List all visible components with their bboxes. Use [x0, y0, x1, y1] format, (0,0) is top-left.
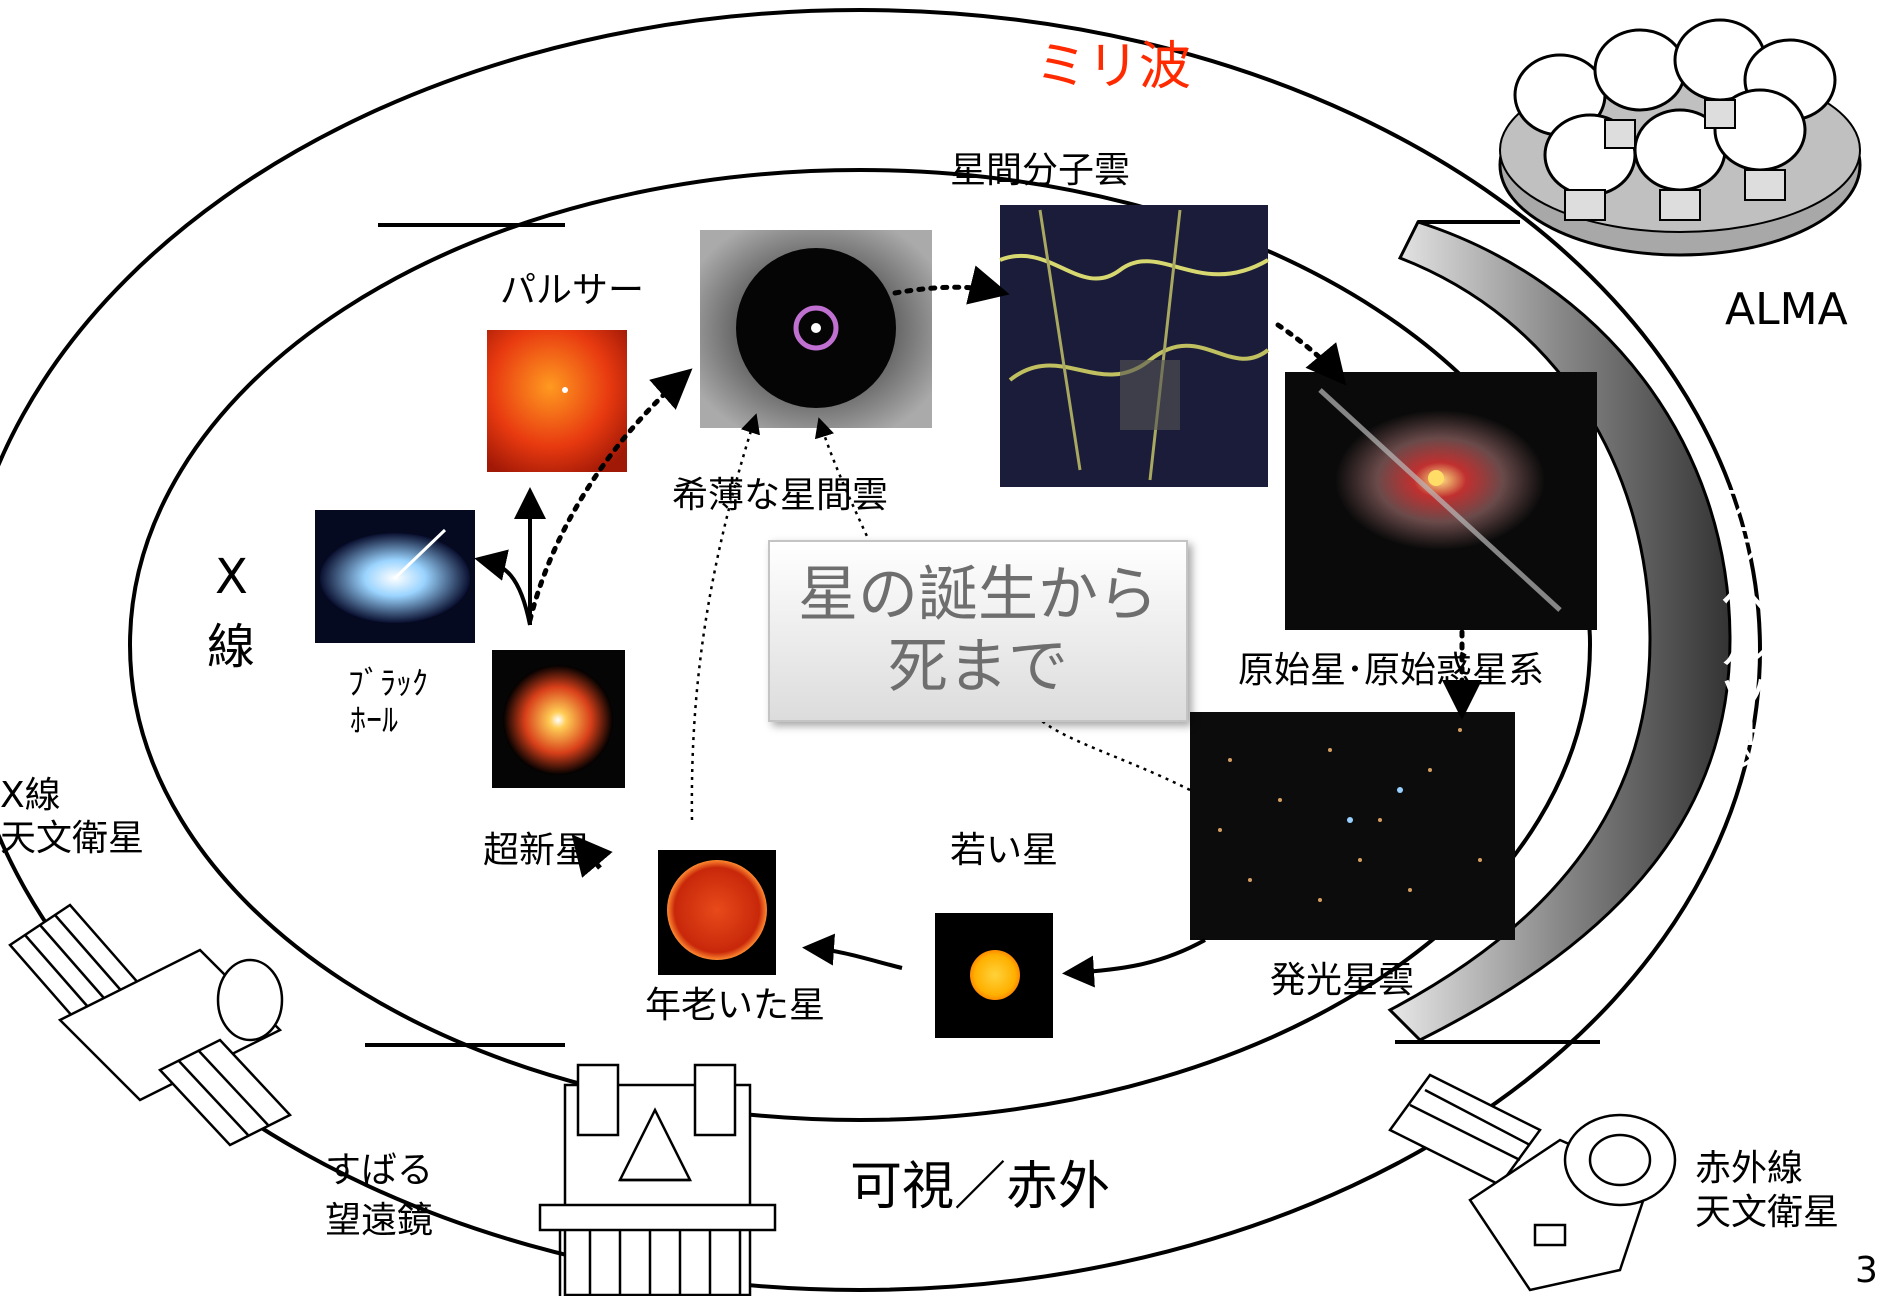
supernova-label: 超新星	[483, 830, 592, 871]
callout-line-2: 死まで	[888, 632, 1068, 702]
young-star-image	[935, 913, 1053, 1038]
young-star-label: 若い星	[950, 830, 1059, 871]
old-star-image	[658, 850, 776, 975]
alma-label: ALMA	[1725, 284, 1848, 335]
infrared-satellite-icon	[1388, 1073, 1677, 1292]
old-star-label: 年老いた星	[645, 985, 826, 1026]
xray-band-label-1: X	[215, 549, 248, 605]
emission-nebula-image	[1190, 712, 1515, 940]
alma-antenna-array-icon	[1498, 18, 1862, 257]
emission-nebula-label: 発光星雲	[1270, 960, 1415, 1001]
millimeter-band-label: ミリ波	[1035, 37, 1192, 97]
terahertz-band	[1387, 220, 1732, 1042]
supernova-image	[492, 650, 625, 788]
outer-ring	[0, 8, 1762, 1292]
protostar-label: 原始星･原始惑星系	[1238, 650, 1545, 691]
subaru-label-2: 望遠鏡	[325, 1200, 434, 1241]
ir-satellite-label-1: 赤外線	[1695, 1148, 1804, 1189]
subaru-label-1: すばる	[325, 1150, 434, 1191]
inner-ring	[128, 168, 1592, 1122]
black-hole-image	[315, 510, 475, 643]
molecular-cloud-image	[999, 205, 1270, 487]
molecular-cloud-label: 星間分子雲	[950, 150, 1131, 191]
xray-band-label-2: 線	[207, 619, 256, 675]
terahertz-band-label: テラヘルツ波	[1711, 470, 1769, 770]
callout-line-1: 星の誕生から	[798, 560, 1158, 630]
diffuse-cloud-label: 希薄な星間雲	[672, 475, 889, 516]
subaru-telescope-icon	[538, 1063, 777, 1296]
visible-ir-band-label: 可視／赤外	[850, 1157, 1111, 1217]
xray-satellite-icon	[8, 903, 293, 1147]
protostar-image	[1285, 372, 1597, 630]
diffuse-cloud-image	[700, 230, 932, 428]
black-hole-label-1: ﾌﾞﾗｯｸ	[348, 664, 429, 702]
pulsar-label: パルサー	[500, 270, 645, 311]
xray-satellite-label-1: X線	[0, 775, 61, 816]
xray-satellite-label-2: 天文衛星	[0, 818, 145, 859]
black-hole-label-2: ﾎｰﾙ	[350, 701, 399, 739]
ir-satellite-label-2: 天文衛星	[1695, 1192, 1840, 1233]
lifecycle-callout: 星の誕生から 死まで	[768, 540, 1188, 722]
pulsar-image	[487, 330, 627, 472]
page-number: 3	[1855, 1250, 1878, 1291]
